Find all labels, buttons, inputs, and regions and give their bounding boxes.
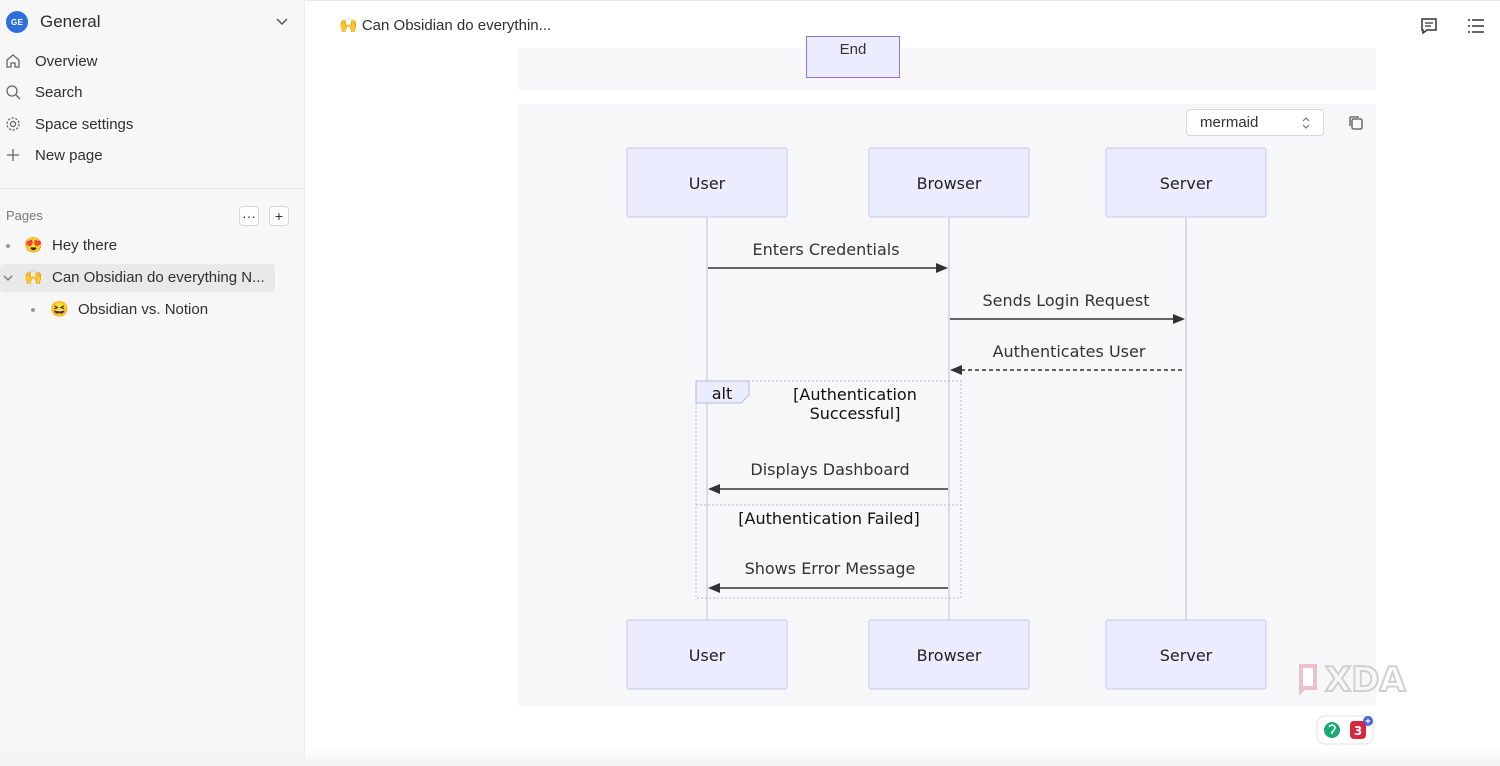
actor-label: Server — [1160, 174, 1213, 193]
arrowhead — [1173, 314, 1185, 324]
chevron-down-icon[interactable] — [275, 14, 289, 28]
page-item-can-obsidian[interactable]: 🙌 Can Obsidian do everything N... — [0, 264, 275, 292]
alt-label-tab — [695, 380, 750, 404]
sidebar: GE General Overview Search Space setting… — [0, 0, 305, 766]
actor-user-bottom: User — [626, 619, 788, 690]
chevron-down-icon[interactable] — [2, 272, 14, 284]
page-item-obsidian-vs-notion[interactable]: 😆 Obsidian vs. Notion — [0, 296, 275, 324]
nav-space-settings[interactable]: Space settings — [0, 109, 305, 139]
page-emoji: 😍 — [24, 237, 43, 254]
actor-label: User — [689, 174, 726, 193]
actor-user-top: User — [626, 147, 788, 218]
nav-overview[interactable]: Overview — [0, 46, 305, 76]
plus-icon: + — [274, 208, 284, 224]
page-header: 🙌 Can Obsidian do everythin... — [306, 0, 1500, 48]
actor-server-top: Server — [1105, 147, 1267, 218]
plus-icon — [7, 149, 19, 161]
pages-section-label: Pages — [6, 208, 43, 223]
page-title: Hey there — [52, 237, 118, 254]
sidebar-divider — [0, 188, 305, 189]
more-icon: ··· — [242, 208, 256, 224]
nav-new-page[interactable]: New page — [0, 140, 305, 170]
alt-label: alt — [712, 384, 733, 403]
space-switcher[interactable]: GE General — [0, 0, 305, 44]
nav-label: Search — [35, 83, 83, 101]
actor-label: Server — [1160, 646, 1213, 665]
nav-label: Space settings — [35, 115, 134, 133]
watermark-text: XDA — [1325, 660, 1406, 700]
pages-more-button[interactable]: ··· — [239, 206, 259, 226]
add-page-button[interactable]: + — [269, 206, 289, 226]
arrowhead — [936, 263, 948, 273]
extension-badge[interactable]: 3 — [1316, 715, 1376, 745]
actor-label: Browser — [917, 646, 982, 665]
alt-frame — [695, 380, 962, 599]
nav-search[interactable]: Search — [0, 77, 305, 107]
arrowhead — [950, 365, 962, 375]
gear-icon — [6, 117, 20, 131]
comment-icon[interactable] — [1419, 16, 1439, 36]
arrowhead — [708, 484, 720, 494]
breadcrumb[interactable]: 🙌 Can Obsidian do everythin... — [339, 17, 552, 34]
end-node: End — [806, 36, 900, 78]
end-node-label: End — [839, 41, 867, 58]
actor-browser-top: Browser — [868, 147, 1030, 218]
alt-condition: [Authentication Failed] — [738, 509, 919, 528]
bullet-icon — [6, 244, 10, 248]
bullet-icon — [31, 308, 35, 312]
alt-condition-line: Successful] — [810, 404, 901, 423]
nav-label: New page — [35, 146, 103, 164]
page-emoji: 🙌 — [24, 269, 43, 286]
message-label: Shows Error Message — [745, 559, 916, 578]
xda-watermark-logo: XDA — [1299, 659, 1407, 701]
page-emoji: 😆 — [50, 301, 69, 318]
message-label: Sends Login Request — [983, 291, 1150, 310]
arrowhead — [708, 583, 720, 593]
actor-label: User — [689, 646, 726, 665]
language-select[interactable]: mermaid — [1186, 109, 1324, 136]
space-avatar: GE — [6, 11, 28, 33]
bottom-fade — [0, 748, 1500, 766]
space-name: General — [40, 12, 101, 31]
page-title: Can Obsidian do everything N... — [52, 269, 265, 286]
home-icon — [6, 54, 20, 68]
page-title: Obsidian vs. Notion — [78, 301, 209, 318]
message-label: Enters Credentials — [752, 240, 899, 259]
nav-label: Overview — [35, 52, 98, 70]
language-value: mermaid — [1200, 114, 1259, 131]
previous-diagram-block — [518, 48, 1376, 90]
message-label: Displays Dashboard — [750, 460, 909, 479]
outline-list-icon[interactable] — [1466, 16, 1486, 36]
badge-count: 3 — [1354, 724, 1362, 738]
message-label: Authenticates User — [993, 342, 1146, 361]
actor-browser-bottom: Browser — [868, 619, 1030, 690]
copy-icon[interactable] — [1347, 114, 1365, 132]
updown-chevron-icon — [1302, 117, 1310, 129]
alt-condition-line: [Authentication — [793, 385, 917, 404]
search-icon — [6, 85, 21, 100]
actor-server-bottom: Server — [1105, 619, 1267, 690]
actor-label: Browser — [917, 174, 982, 193]
page-item-hey-there[interactable]: 😍 Hey there — [0, 232, 275, 260]
